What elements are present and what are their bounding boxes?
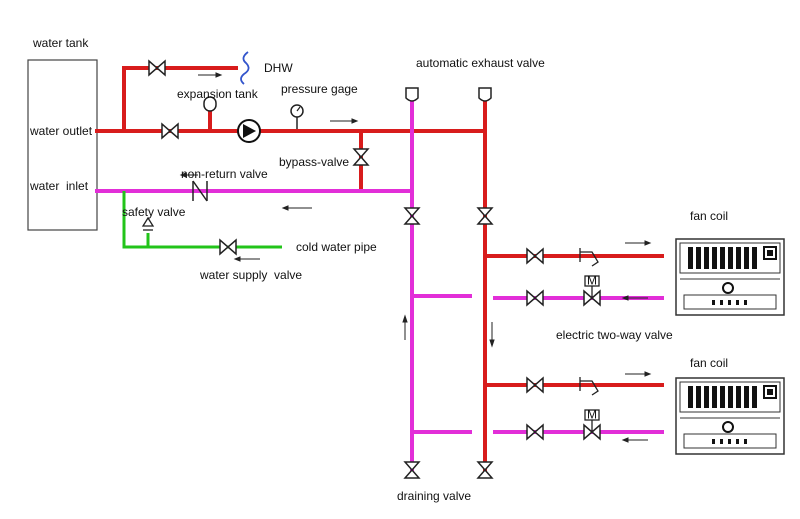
supply-pipe (95, 66, 664, 472)
non-return-valve-icon (192, 180, 208, 202)
fan-coil-label: fan coil (690, 209, 728, 223)
draining-valve-icon[interactable] (404, 461, 420, 479)
water-inlet-label: water inlet (29, 179, 89, 193)
draining-valve-icon[interactable] (477, 461, 493, 479)
pressure-gauge-icon (290, 104, 304, 129)
fan-coil-icon (675, 377, 785, 455)
fan-coil-label: fan coil (690, 356, 728, 370)
valve-icon[interactable] (148, 60, 166, 76)
safety-valve-icon (141, 216, 155, 231)
water-supply-valve-label: water supply valve (199, 268, 302, 282)
fan-coil-icon (675, 238, 785, 316)
draining-valve-label: draining valve (397, 489, 471, 503)
electric-two-way-valve-label: electric two-way valve (556, 328, 673, 342)
water-tank (27, 59, 98, 231)
water-tank-label: water tank (32, 36, 89, 50)
valve-icon[interactable] (526, 377, 544, 393)
safety-valve-label: safety valve (122, 205, 186, 219)
expansion-tank-icon (203, 96, 217, 112)
dhw-label: DHW (264, 61, 293, 75)
pump-icon (237, 119, 261, 143)
automatic-exhaust-valve-label: automatic exhaust valve (416, 56, 545, 70)
valve-icon[interactable] (161, 123, 179, 139)
return-pipe (95, 99, 664, 472)
dhw-outlet-icon (240, 51, 250, 85)
valve-icon[interactable] (526, 290, 544, 306)
strainer-icon (579, 248, 599, 267)
valve-icon[interactable] (526, 424, 544, 440)
cold-water-pipe-label: cold water pipe (296, 240, 377, 254)
motorized-valve-icon[interactable] (583, 409, 601, 440)
valve-icon[interactable] (526, 248, 544, 264)
water-supply-valve-icon[interactable] (219, 239, 237, 255)
flow-arrow-icon (179, 72, 652, 443)
expansion-tank-label: expansion tank (177, 87, 259, 101)
valve-icon[interactable] (404, 207, 420, 225)
bypass-valve-label: bypass-valve (279, 155, 349, 169)
motor-mark: M (587, 274, 597, 288)
water-outlet-label: water outlet (29, 124, 93, 138)
bypass-valve-icon[interactable] (353, 148, 369, 166)
exhaust-valve-icon (478, 87, 492, 102)
valve-icon[interactable] (477, 207, 493, 225)
motorized-valve-icon[interactable] (583, 275, 601, 306)
pressure-gage-label: pressure gage (281, 82, 358, 96)
non-return-valve-label: non-return valve (181, 167, 268, 181)
exhaust-valve-icon (405, 87, 419, 102)
motor-mark: M (587, 408, 597, 422)
strainer-icon (579, 377, 599, 396)
